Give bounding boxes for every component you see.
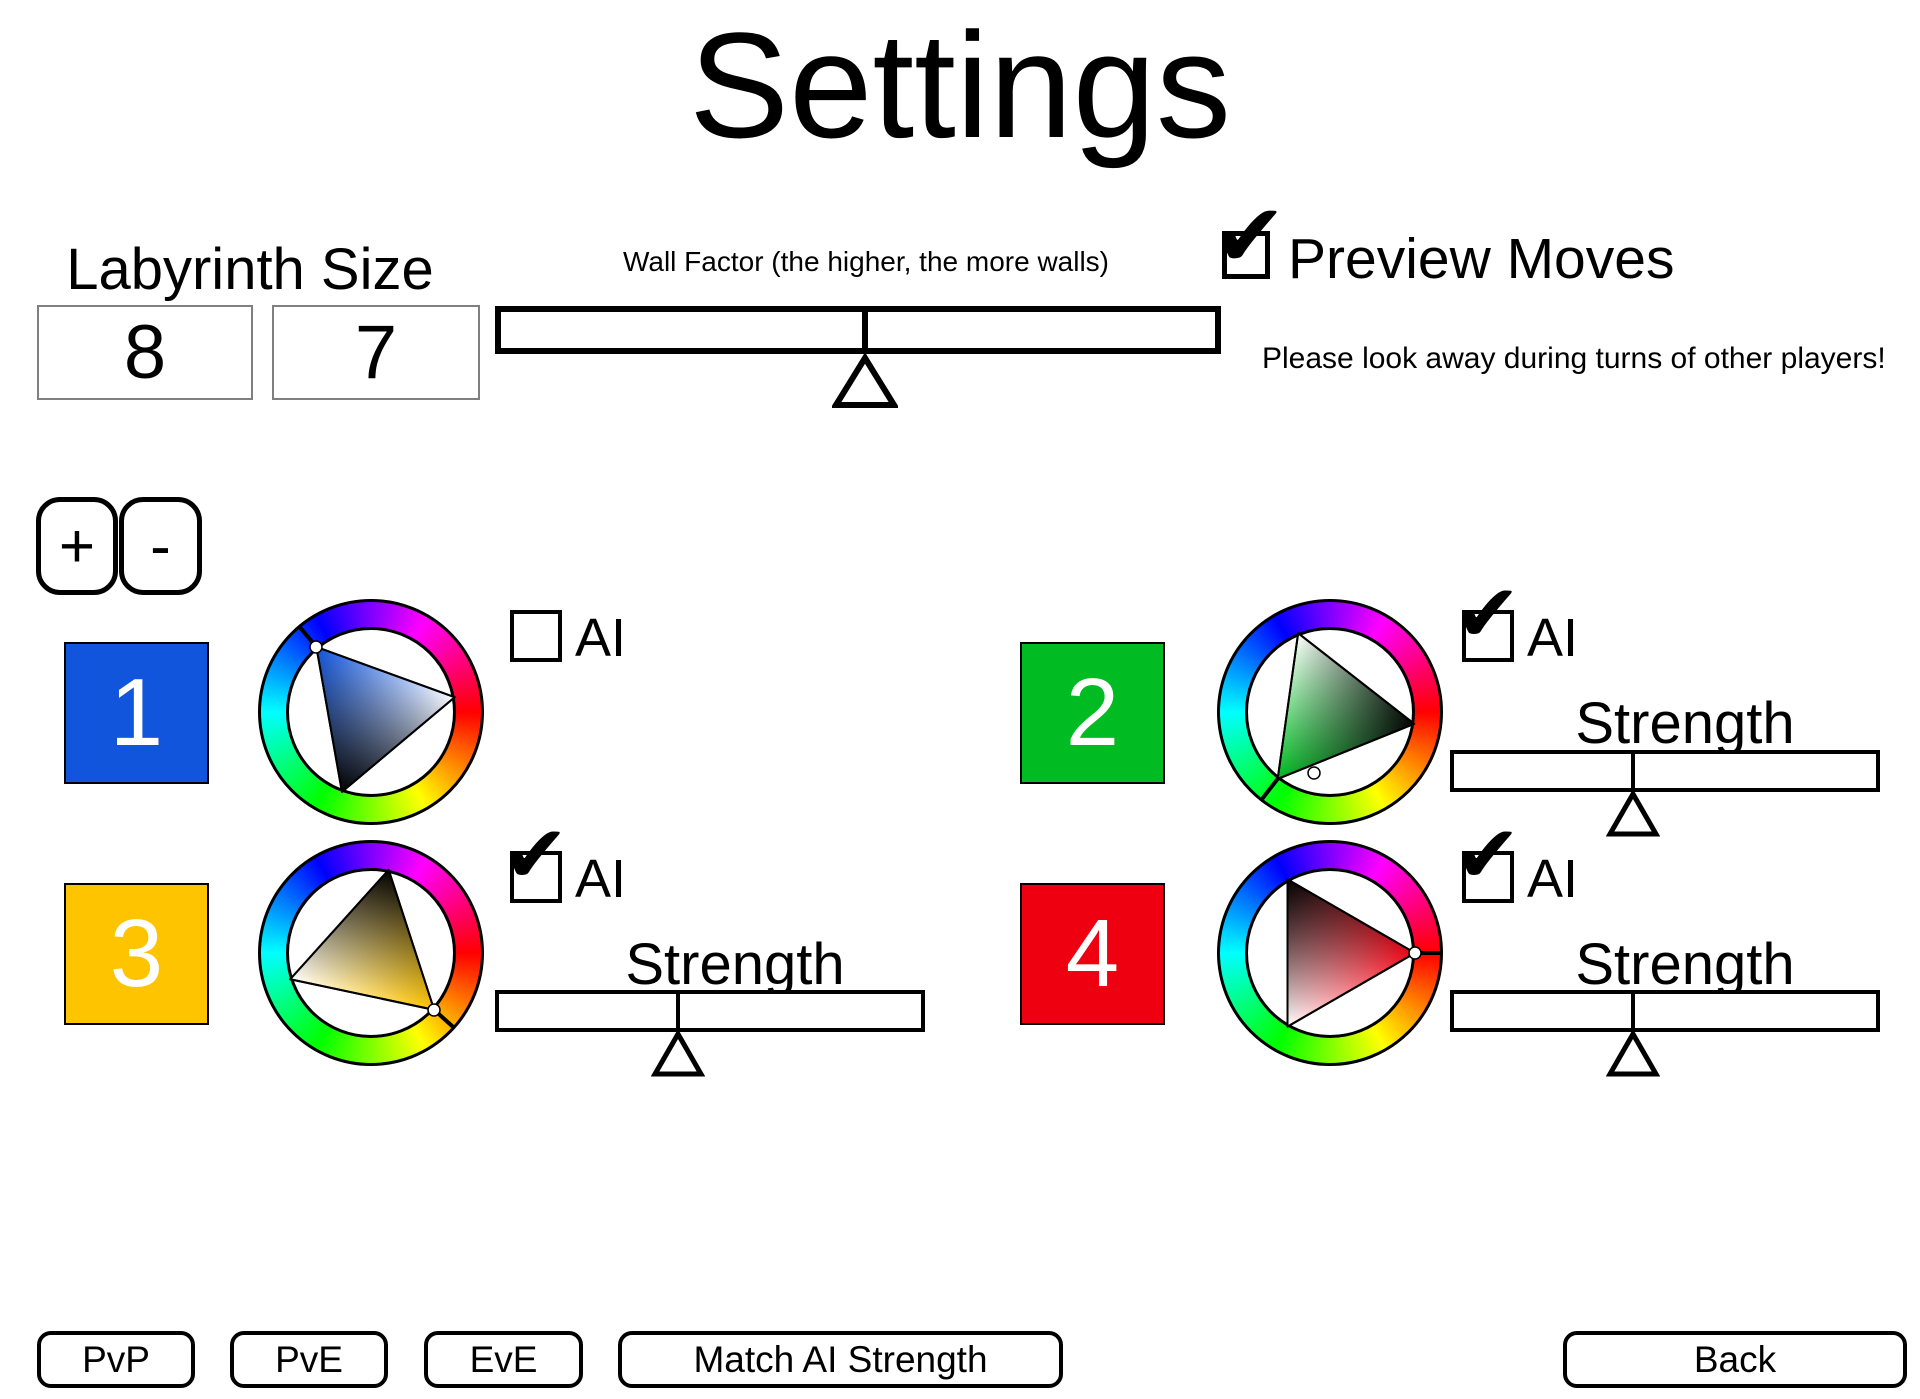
- player-4-number: 4: [1065, 900, 1120, 1007]
- pve-button[interactable]: PvE: [230, 1331, 388, 1388]
- hsv-triangle[interactable]: [1217, 599, 1443, 825]
- player-2-strength-label: Strength: [1575, 691, 1795, 756]
- preview-moves-checkbox[interactable]: ✔: [1213, 192, 1287, 280]
- player-1-ai-checkbox[interactable]: ✔: [510, 610, 562, 662]
- player-4-strength-label: Strength: [1575, 932, 1795, 997]
- player-3-color-wheel[interactable]: [258, 840, 484, 1066]
- back-button[interactable]: Back: [1563, 1331, 1907, 1388]
- player-3-ai-label: AI: [575, 849, 627, 909]
- hsv-triangle[interactable]: [258, 599, 484, 825]
- labyrinth-height-input[interactable]: 7: [272, 305, 480, 400]
- player-3-strength-slider[interactable]: [495, 990, 925, 1077]
- player-1-color-wheel[interactable]: [258, 599, 484, 825]
- player-3-color-swatch[interactable]: 3: [64, 883, 209, 1025]
- labyrinth-width-input[interactable]: 8: [37, 305, 253, 400]
- player-2-strength-slider[interactable]: [1450, 750, 1880, 837]
- player-1-color-swatch[interactable]: 1: [64, 642, 209, 784]
- checkmark-icon: ✔: [502, 808, 570, 901]
- match-ai-strength-button[interactable]: Match AI Strength: [618, 1331, 1063, 1388]
- labyrinth-size-label: Labyrinth Size: [66, 237, 434, 302]
- pvp-button[interactable]: PvP: [37, 1331, 195, 1388]
- player-1-ai-label: AI: [575, 608, 627, 668]
- strength-slider-handle[interactable]: [1605, 791, 1660, 837]
- checkmark-icon: ✔: [1213, 184, 1287, 287]
- checkmark-icon: ✔: [1454, 567, 1522, 660]
- player-3-number: 3: [109, 900, 164, 1007]
- player-3-strength-label: Strength: [625, 932, 845, 997]
- player-2-color-swatch[interactable]: 2: [1020, 642, 1165, 784]
- player-2-ai-checkbox[interactable]: ✔: [1454, 574, 1521, 662]
- strength-slider-marker: [1630, 754, 1635, 788]
- hsv-triangle[interactable]: [1217, 840, 1443, 1066]
- player-3-ai-checkbox[interactable]: ✔: [502, 815, 569, 903]
- checkmark-icon: ✔: [1454, 808, 1522, 901]
- strength-slider-marker: [675, 994, 680, 1028]
- wall-slider-marker: [861, 312, 868, 348]
- hsv-triangle[interactable]: [258, 840, 484, 1066]
- player-4-color-wheel[interactable]: [1217, 840, 1443, 1066]
- player-2-color-wheel[interactable]: [1217, 599, 1443, 825]
- player-2-ai-label: AI: [1527, 608, 1579, 668]
- strength-slider-handle[interactable]: [1605, 1031, 1660, 1077]
- wall-factor-slider[interactable]: [495, 306, 1221, 408]
- wall-factor-label: Wall Factor (the higher, the more walls): [622, 246, 1110, 277]
- player-4-ai-label: AI: [1527, 849, 1579, 909]
- add-player-button[interactable]: +: [36, 497, 118, 595]
- eve-button[interactable]: EvE: [424, 1331, 583, 1388]
- strength-slider-handle[interactable]: [650, 1031, 705, 1077]
- player-2-number: 2: [1065, 659, 1120, 766]
- player-4-color-swatch[interactable]: 4: [1020, 883, 1165, 1025]
- player-4-strength-slider[interactable]: [1450, 990, 1880, 1077]
- player-4-ai-checkbox[interactable]: ✔: [1454, 815, 1521, 903]
- page-title: Settings: [689, 1, 1231, 169]
- preview-moves-label: Preview Moves: [1288, 227, 1675, 291]
- remove-player-button[interactable]: -: [119, 497, 202, 595]
- wall-slider-handle[interactable]: [831, 354, 898, 408]
- strength-slider-marker: [1630, 994, 1635, 1028]
- preview-moves-warning: Please look away during turns of other p…: [1262, 342, 1886, 375]
- player-1-number: 1: [109, 659, 164, 766]
